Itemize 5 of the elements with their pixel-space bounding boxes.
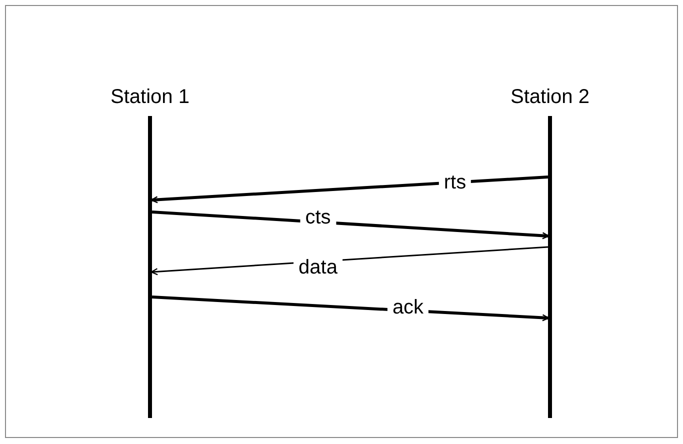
message-arrow xyxy=(152,296,550,322)
message-arrow xyxy=(152,210,550,240)
lifeline-heading: Station 2 xyxy=(510,86,590,109)
message-arrow xyxy=(150,176,548,204)
lifeline-heading: Station 1 xyxy=(110,86,190,109)
